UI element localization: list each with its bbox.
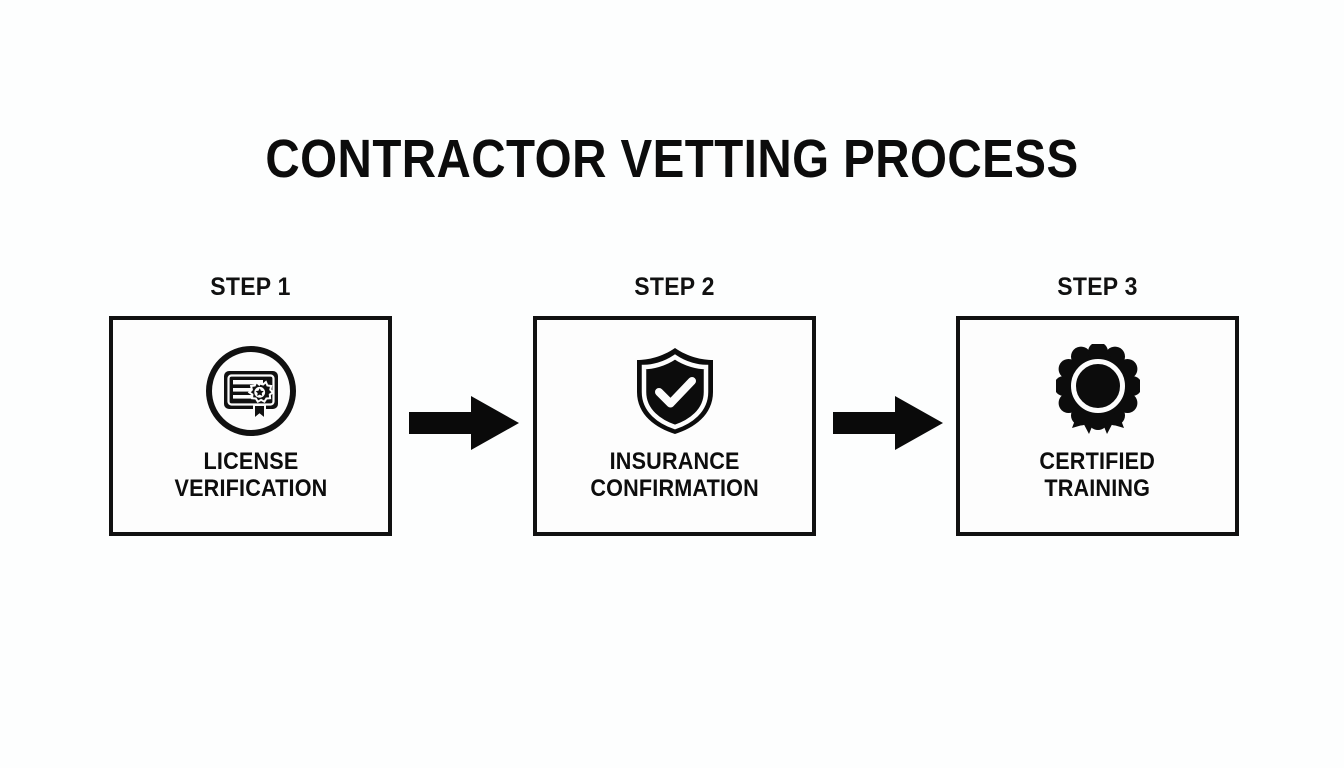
step-box-3[interactable]: CERTIFIED TRAINING [956,316,1239,536]
step-caption-3-line2: TRAINING [1044,475,1151,502]
step-box-1[interactable]: LICENSE VERIFICATION [109,316,392,536]
award-rosette-icon [1042,342,1154,440]
step-caption-2-line2: CONFIRMATION [590,475,759,502]
arrow-right-icon-2 [833,396,943,450]
certificate-icon [195,342,307,440]
step-label-2: STEP 2 [634,273,715,301]
step-caption-2: INSURANCE CONFIRMATION [590,448,759,502]
step-caption-3: CERTIFIED TRAINING [1040,448,1156,502]
shield-check-icon [619,342,731,440]
step-caption-2-line1: INSURANCE [609,448,740,475]
step-label-3: STEP 3 [1057,273,1138,301]
step-caption-1: LICENSE VERIFICATION [174,448,327,502]
arrow-right-icon-1 [409,396,519,450]
page-title: CONTRACTOR VETTING PROCESS [265,129,1079,189]
step-column-3: STEP 3 [956,272,1239,536]
step-caption-1-line2: VERIFICATION [174,475,327,502]
step-caption-3-line1: CERTIFIED [1039,448,1156,475]
step-column-1: STEP 1 [109,272,392,536]
step-box-2[interactable]: INSURANCE CONFIRMATION [533,316,816,536]
step-caption-1-line1: LICENSE [203,448,298,475]
step-label-1: STEP 1 [210,273,291,301]
step-column-2: STEP 2 INSURANCE CONFIRMATION [533,272,816,536]
